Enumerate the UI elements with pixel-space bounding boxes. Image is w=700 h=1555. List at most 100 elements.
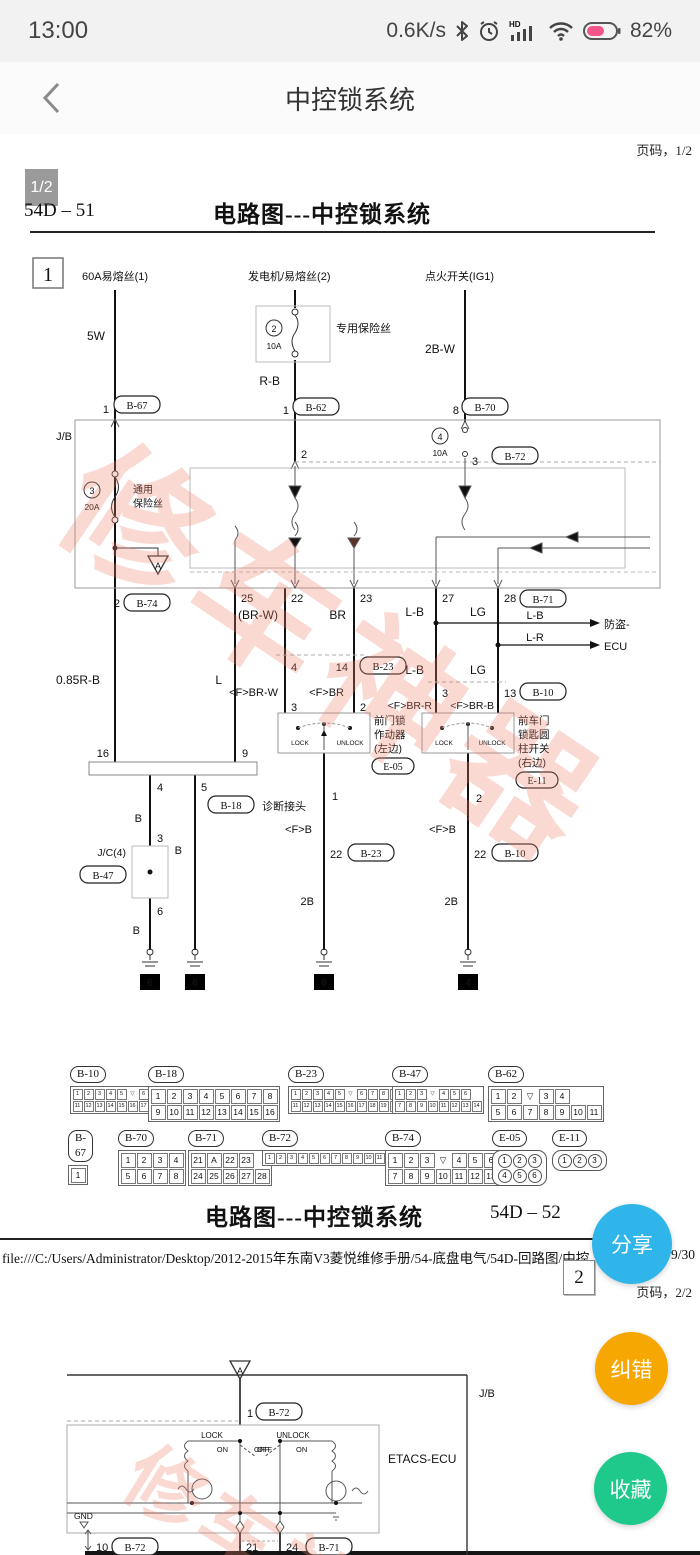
connector-pin: 4	[297, 1152, 308, 1164]
network-speed: 0.6K/s	[386, 19, 446, 42]
back-button[interactable]	[30, 76, 74, 120]
svg-text:B-72: B-72	[125, 1543, 146, 1554]
connector-pin: 12	[83, 1100, 94, 1112]
connector-pin: 1	[150, 1088, 166, 1104]
page1-rule	[30, 231, 655, 233]
connector-pin: 3	[587, 1153, 602, 1168]
connector-pin: 7	[330, 1152, 341, 1164]
svg-text:ECU: ECU	[604, 641, 627, 653]
connector-pin: 8	[378, 1088, 389, 1100]
connector-pin: 3	[94, 1088, 105, 1100]
page1-page-number: 页码，1/2	[636, 143, 692, 158]
connector-pin: 2	[512, 1153, 527, 1168]
page-title: 中控锁系统	[284, 84, 415, 115]
svg-text:柱开关: 柱开关	[518, 742, 550, 755]
connector-pin: 10	[570, 1104, 586, 1120]
svg-text:前车门: 前车门	[518, 714, 550, 727]
svg-text:10A: 10A	[266, 341, 281, 351]
junction-block: J/B 3 20A 通用 保险丝 A 2 4 10A	[56, 417, 661, 590]
connector-pin: 27	[238, 1168, 254, 1184]
svg-text:22: 22	[474, 849, 486, 861]
wiring-diagram-page2: J/B A 1 B-72 ETACS-ECU LOCK UNLOCK ON OF…	[66, 1360, 495, 1555]
pdf-viewer[interactable]: 页码，1/2 1/2 54D – 51 电路图---中控锁系统 1 60A易熔丝…	[0, 134, 700, 1555]
connector-pin: 10	[435, 1168, 451, 1184]
connector-pin: 3	[182, 1088, 198, 1104]
connector-pin: 28	[254, 1168, 270, 1184]
connector-pin: 4	[323, 1088, 334, 1100]
svg-text:2: 2	[476, 793, 482, 805]
favorite-button[interactable]: 收藏	[594, 1452, 667, 1525]
connector-pin: 7	[367, 1088, 378, 1100]
svg-text:16: 16	[97, 748, 109, 760]
connector-pin: 11	[182, 1104, 198, 1120]
ground-symbols	[142, 948, 476, 967]
svg-text:6: 6	[192, 978, 198, 989]
favorite-button-label: 收藏	[609, 1478, 652, 1502]
connector-pin: 3	[419, 1152, 435, 1168]
svg-text:锁匙圆: 锁匙圆	[518, 728, 550, 741]
clock: 13:00	[28, 17, 89, 44]
svg-text:3: 3	[89, 486, 94, 496]
connector-pin: 24	[190, 1168, 206, 1184]
svg-text:0.85R-B: 0.85R-B	[56, 673, 100, 687]
svg-text:B-71: B-71	[319, 1543, 340, 1554]
connector-pin: 25	[206, 1168, 222, 1184]
svg-text:B-70: B-70	[475, 403, 496, 414]
svg-text:前门锁: 前门锁	[374, 714, 406, 727]
svg-text:24: 24	[286, 1542, 298, 1554]
connector-pin: 5	[214, 1088, 230, 1104]
svg-text:4: 4	[157, 782, 163, 794]
svg-text:B-71: B-71	[533, 595, 554, 606]
svg-text:专用保险丝: 专用保险丝	[336, 321, 391, 335]
connector-pin: 1	[264, 1152, 275, 1164]
svg-text:A: A	[237, 1366, 243, 1376]
connector-pin: 10	[166, 1104, 182, 1120]
svg-text:J/B: J/B	[56, 431, 72, 443]
svg-text:B-18: B-18	[221, 801, 242, 812]
svg-text:ON: ON	[217, 1445, 228, 1454]
connector-pin: 5	[334, 1088, 345, 1100]
connector-pin: 6	[356, 1088, 367, 1100]
svg-text:2B-W: 2B-W	[425, 342, 456, 356]
svg-text:13: 13	[504, 688, 516, 700]
connector-pin: 7	[394, 1100, 405, 1112]
connector-pin: 1	[497, 1153, 512, 1168]
connector-pin: 3	[527, 1153, 542, 1168]
svg-text:防盗-: 防盗-	[604, 617, 630, 631]
connector-pin: ▽	[430, 1090, 435, 1097]
chevron-left-icon	[42, 82, 60, 114]
connector-pin: 8	[538, 1104, 554, 1120]
share-button[interactable]: 分享	[592, 1204, 672, 1284]
connector-label: B-23	[288, 1066, 324, 1083]
error-report-button-label: 纠错	[610, 1358, 653, 1382]
connector-pin: 2	[405, 1088, 416, 1100]
connector-pin: 14	[230, 1104, 246, 1120]
battery-icon	[582, 21, 621, 41]
connector-pin: 2	[506, 1088, 522, 1104]
connector-pin: 8	[405, 1100, 416, 1112]
connector-label: B-72	[262, 1130, 298, 1147]
svg-text:B: B	[135, 813, 142, 825]
connector-pin: 6	[506, 1104, 522, 1120]
connector-pin: 4	[168, 1152, 184, 1168]
svg-text:B-62: B-62	[306, 403, 327, 414]
svg-text:(左边): (左边)	[374, 742, 402, 755]
svg-text:J/C(4): J/C(4)	[97, 847, 126, 859]
connector-pin: 2	[83, 1088, 94, 1100]
svg-text:3: 3	[442, 688, 448, 700]
connector-pin: 1	[290, 1088, 301, 1100]
battery-percent: 82%	[629, 19, 672, 42]
svg-text:OFF: OFF	[257, 1445, 272, 1454]
connector-pin: 4	[554, 1088, 570, 1104]
connector-pin: 2	[572, 1153, 587, 1168]
error-report-button[interactable]: 纠错	[595, 1332, 668, 1405]
svg-text:4: 4	[465, 978, 471, 989]
alarm-icon	[478, 20, 500, 42]
connector-pin: 9	[419, 1168, 435, 1184]
connector-pin: 16	[345, 1100, 356, 1112]
connector-pin: 7	[522, 1104, 538, 1120]
svg-text:23: 23	[360, 593, 372, 605]
